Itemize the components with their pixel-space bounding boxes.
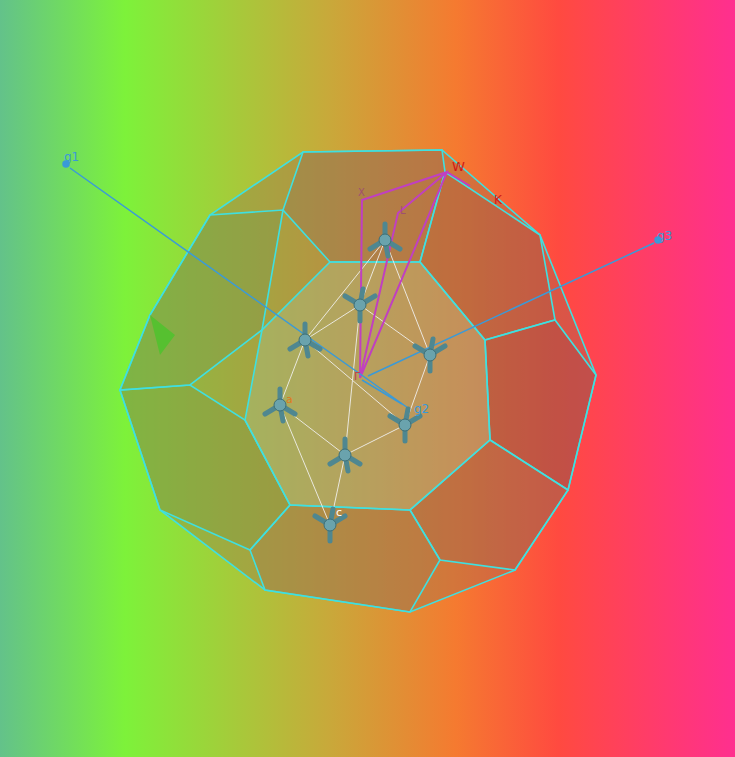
atom-sphere bbox=[399, 419, 411, 431]
tetrapod-atom bbox=[290, 324, 320, 356]
cell-edge bbox=[280, 240, 430, 525]
atoms bbox=[265, 224, 445, 541]
vector-label: g3 bbox=[657, 229, 672, 243]
point-label: W bbox=[452, 160, 465, 174]
tetrapod-atom bbox=[330, 439, 360, 471]
tetrapod-atom bbox=[265, 389, 295, 421]
point-label: X bbox=[358, 186, 365, 200]
cell-lines bbox=[280, 240, 430, 525]
vector-label: g2 bbox=[414, 402, 429, 416]
point-label: L bbox=[400, 204, 406, 218]
atom-sphere bbox=[299, 334, 311, 346]
tetrapod-atom bbox=[370, 224, 400, 256]
cell-edge bbox=[280, 240, 430, 455]
zone-face bbox=[150, 315, 175, 355]
atom-sphere bbox=[424, 349, 436, 361]
tetrapod-atom bbox=[415, 339, 445, 371]
zone-faces bbox=[120, 150, 596, 612]
zone-silhouette bbox=[120, 150, 596, 612]
symmetry-path bbox=[360, 172, 470, 378]
symmetry-line bbox=[360, 172, 470, 378]
atom-sphere bbox=[379, 234, 391, 246]
vector-label: g1 bbox=[64, 150, 79, 164]
reciprocal-vectors bbox=[63, 161, 661, 408]
tetrapod-atom bbox=[345, 289, 375, 321]
atom-sphere bbox=[339, 449, 351, 461]
point-label: Γ bbox=[354, 370, 360, 384]
front-hexagon bbox=[245, 262, 490, 510]
point-label: K bbox=[494, 193, 502, 207]
atom-sphere bbox=[274, 399, 286, 411]
zone-face bbox=[283, 150, 445, 262]
axis-label: a bbox=[286, 393, 293, 407]
zone-face bbox=[250, 505, 440, 612]
g3-vector bbox=[368, 243, 654, 376]
g1-vector bbox=[70, 168, 408, 408]
atom-sphere bbox=[324, 519, 336, 531]
axis-label: c bbox=[336, 506, 342, 520]
atom-sphere bbox=[354, 299, 366, 311]
g2-vector bbox=[362, 380, 402, 404]
